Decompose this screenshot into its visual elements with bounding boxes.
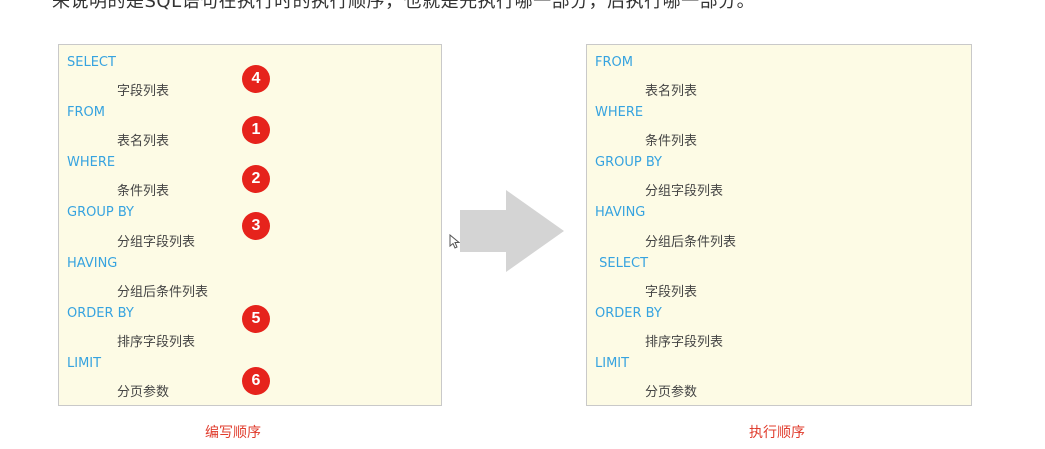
order-badge: 5 xyxy=(242,305,270,333)
keyword-select: SELECT xyxy=(595,256,649,271)
keyword-having: HAVING xyxy=(595,205,646,220)
item-having-condition-list: 分组后条件列表 xyxy=(645,235,737,250)
item-table-list: 表名列表 xyxy=(645,84,698,99)
keyword-from: FROM xyxy=(67,105,105,120)
writing-order-panel: SELECT 字段列表 FROM 表名列表 WHERE 条件列表 GROUP B… xyxy=(58,44,442,406)
mouse-cursor-icon xyxy=(449,234,460,249)
item-group-field-list: 分组字段列表 xyxy=(117,235,196,250)
order-badge: 4 xyxy=(242,65,270,93)
order-badge: 6 xyxy=(242,367,270,395)
item-sort-field-list: 排序字段列表 xyxy=(117,335,196,350)
intro-text: 来说明的是SQL语句在执行时的执行顺序，也就是先执行哪一部分，后执行哪一部分。 xyxy=(52,0,756,12)
keyword-order-by: ORDER BY xyxy=(595,306,662,321)
order-badge: 1 xyxy=(242,116,270,144)
keyword-group-by: GROUP BY xyxy=(67,205,134,220)
execution-order-panel: FROM 表名列表 WHERE 条件列表 GROUP BY 分组字段列表 HAV… xyxy=(586,44,972,406)
item-having-condition-list: 分组后条件列表 xyxy=(117,285,209,300)
keyword-having: HAVING xyxy=(67,256,118,271)
keyword-limit: LIMIT xyxy=(595,356,630,371)
item-condition-list: 条件列表 xyxy=(645,134,698,149)
execution-order-caption: 执行顺序 xyxy=(749,425,805,441)
keyword-where: WHERE xyxy=(595,105,644,120)
keyword-where: WHERE xyxy=(67,155,116,170)
writing-order-caption: 编写顺序 xyxy=(205,425,261,441)
right-arrow-icon xyxy=(460,190,564,272)
item-paging-params: 分页参数 xyxy=(645,385,698,400)
keyword-order-by: ORDER BY xyxy=(67,306,134,321)
item-group-field-list: 分组字段列表 xyxy=(645,184,724,199)
keyword-limit: LIMIT xyxy=(67,356,102,371)
item-sort-field-list: 排序字段列表 xyxy=(645,335,724,350)
item-condition-list: 条件列表 xyxy=(117,184,170,199)
order-badge: 2 xyxy=(242,165,270,193)
item-field-list: 字段列表 xyxy=(645,285,698,300)
keyword-select: SELECT xyxy=(67,55,116,70)
item-paging-params: 分页参数 xyxy=(117,385,170,400)
order-badge: 3 xyxy=(242,212,270,240)
keyword-group-by: GROUP BY xyxy=(595,155,662,170)
keyword-from: FROM xyxy=(595,55,633,70)
item-field-list: 字段列表 xyxy=(117,84,170,99)
item-table-list: 表名列表 xyxy=(117,134,170,149)
